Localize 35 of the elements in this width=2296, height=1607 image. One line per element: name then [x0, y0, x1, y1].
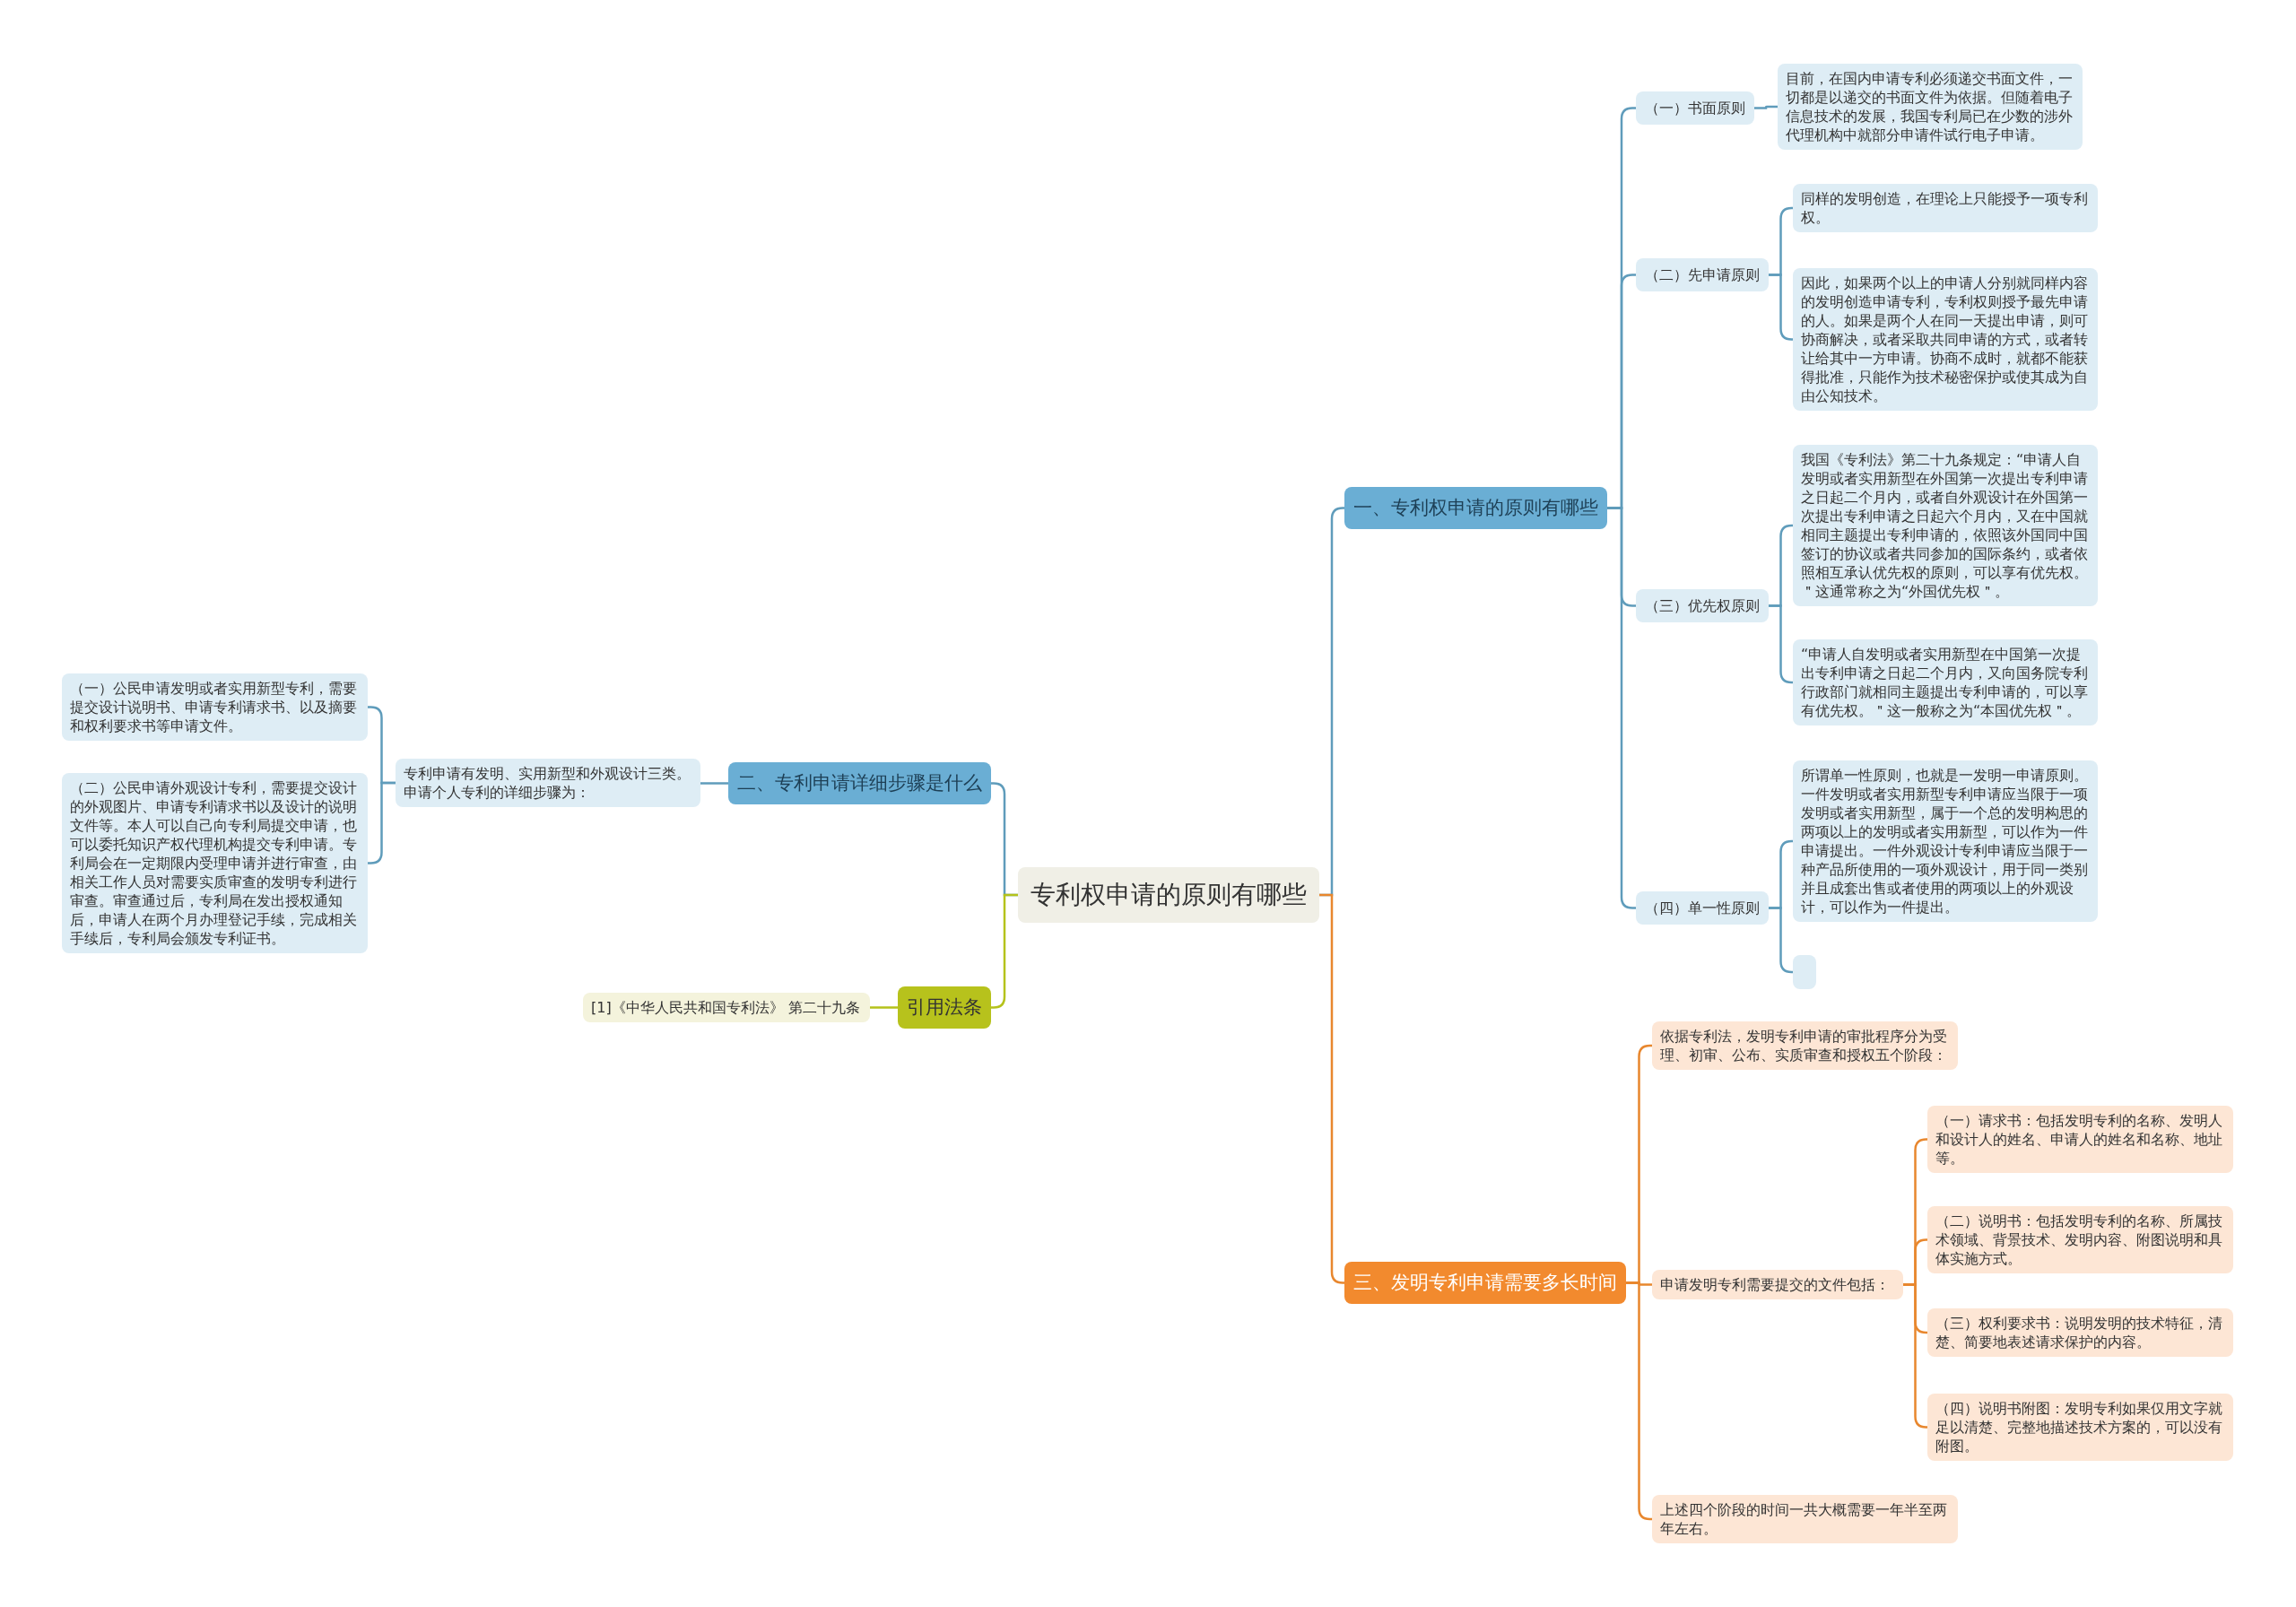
- text-box: 因此，如果两个以上的申请人分别就同样内容的发明创造申请专利，专利权则授予最先申请的人。如果是两个人在同一天提出申请，则可协商解决，或者采取共同申请的方式，或者转让给其中一方申请。协商不成时，就都不能获得批准，只能作为技术秘密保护或使其成为自由公知技术。: [1793, 267, 2098, 411]
- connector-line: [1769, 907, 1794, 974]
- subtopic-box: （三）优先权原则: [1636, 588, 1769, 622]
- text-box: （二）公民申请外观设计专利，需要提交设计的外观图片、申请专利请求书以及设计的说明文件等。本人可以自己向专利局提交申请，也可以委托知识产权代理机构提交专利申请。专利局会在一定期限内受理申请并进行审查，由相关工作人员对需要实质审查的发明专利进行审查。审查通过后，专利局在发出授权通知后，申请人在两个月办理登记手续，完成相关手续后，专利局会颁发专利证书。: [62, 772, 368, 953]
- text-box: 同样的发明创造，在理论上只能授予一项专利权。: [1793, 184, 2098, 232]
- subtopic-box: （四）单一性原则: [1636, 890, 1769, 925]
- text-box: 申请发明专利需要提交的文件包括：: [1652, 1269, 1903, 1299]
- branch-topic-box: 一、专利权申请的原则有哪些: [1344, 486, 1607, 529]
- subtopic-box: （一）书面原则: [1636, 91, 1754, 125]
- text-box: “申请人自发明或者实用新型在中国第一次提出专利申请之日起二个月内，又向国务院专利行政部门就相同主题提出专利申请的，可以享有优先权。＂这一般称之为“本国优先权＂。: [1793, 639, 2098, 725]
- connector-line: [1769, 604, 1794, 684]
- text-box: （一）请求书：包括发明专利的名称、发明人和设计人的姓名、申请人的姓名和名称、地址等。: [1927, 1105, 2233, 1173]
- branch-topic-box: 三、发明专利申请需要多长时间: [1344, 1261, 1626, 1304]
- connector-line: [1769, 274, 1794, 341]
- branch-topic-box: 引用法条: [898, 986, 991, 1029]
- branch-topic-box: 二、专利申请详细步骤是什么: [728, 761, 991, 804]
- text-box: （一）公民申请发明或者实用新型专利，需要提交设计说明书、申请专利请求书、以及摘要和权利要求书等申请文件。: [62, 673, 368, 741]
- text-box: 专利申请有发明、实用新型和外观设计三类。申请个人专利的详细步骤为：: [396, 759, 700, 807]
- connector-line: [870, 1006, 898, 1009]
- text-box: （三）权利要求书：说明发明的技术特征，清楚、简要地表述请求保护的内容。: [1927, 1308, 2233, 1357]
- text-box: 上述四个阶段的时间一共大概需要一年半至两年左右。: [1652, 1495, 1958, 1543]
- text-box: （四）说明书附图：发明专利如果仅用文字就足以清楚、完整地描述技术方案的，可以没有附图。: [1927, 1393, 2233, 1461]
- text-box: 所谓单一性原则，也就是一发明一申请原则。一件发明或者实用新型专利申请应当限于一项发明或者实用新型，属于一个总的发明构思的两项以上的发明或者实用新型，可以作为一件申请提出。一件外观设计专利申请应当限于一种产品所使用的一项外观设计，用于同一类别并且成套出售或者使用的两项以上的外观设计，可以作为一件提出。: [1793, 760, 2098, 922]
- connector-line: [700, 782, 728, 785]
- text-box: 依据专利法，发明专利申请的审批程序分为受理、初审、公布、实质审查和授权五个阶段：: [1652, 1021, 1958, 1070]
- connector-line: [1754, 105, 1778, 109]
- connector-line: [1903, 1283, 1928, 1429]
- empty-box: [1793, 955, 1816, 989]
- central-topic-box: 专利权申请的原则有哪些: [1018, 867, 1319, 923]
- subtopic-box: （二）先申请原则: [1636, 257, 1769, 291]
- text-box: 我国《专利法》第二十九条规定：“申请人自发明或者实用新型在外国第一次提出专利申请之日起二个月内，或者自外观设计在外国第一次提出专利申请之日起六个月内，又在中国就相同主题提出专利申请的，依照该外国同中国签订的协议或者共同参加的国际条约，或者依照相互承认优先权的原则，可以享有优先权。＂这通常称之为“外国优先权＂。: [1793, 445, 2098, 606]
- text-box: 目前，在国内申请专利必须递交书面文件，一切都是以递交的书面文件为依据。但随着电子信息技术的发展，我国专利局已在少数的涉外代理机构中就部分申请件试行电子申请。: [1778, 64, 2083, 150]
- connector-line: [1607, 507, 1636, 909]
- text-box: （二）说明书：包括发明专利的名称、所属技术领域、背景技术、发明内容、附图说明和具体实施方式。: [1927, 1205, 2233, 1273]
- text-box: [1]《中华人民共和国专利法》 第二十九条: [583, 992, 870, 1022]
